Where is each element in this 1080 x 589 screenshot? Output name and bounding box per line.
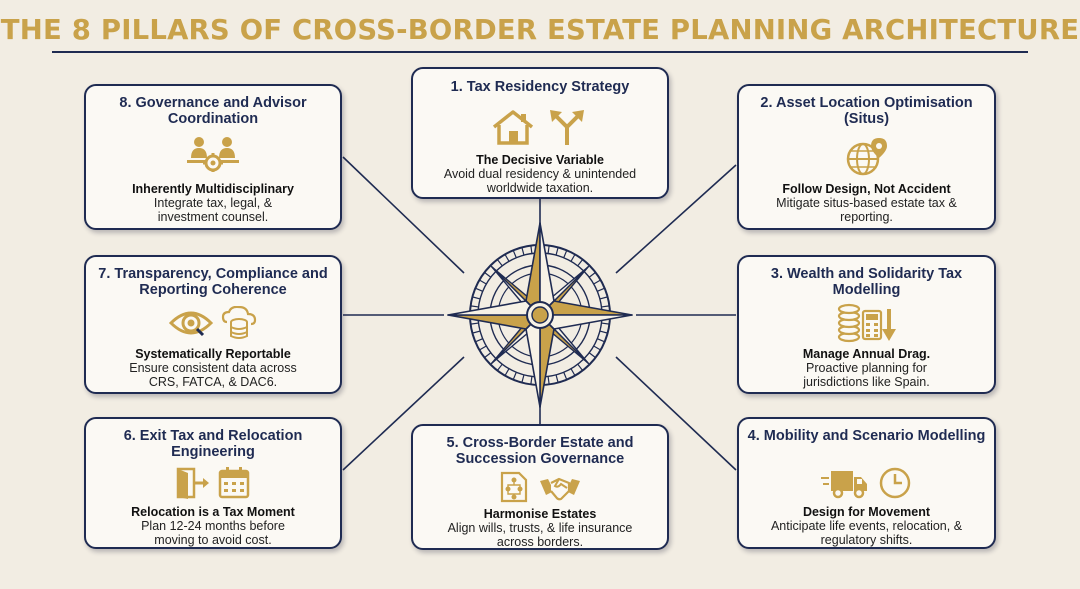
compass-tick (484, 352, 492, 359)
pillar-card-6: 6. Exit Tax and Relocation Engineering R… (84, 417, 342, 549)
page-title: THE 8 PILLARS OF CROSS-BORDER ESTATE PLA… (0, 14, 1080, 46)
globe-pin-icon (846, 138, 887, 176)
handshake-icon (540, 477, 581, 501)
pillar-description: Anticipate life events, relocation, & re… (770, 519, 963, 547)
compass-tick (601, 305, 610, 308)
pillar-card-1: 1. Tax Residency Strategy The Decisive V… (411, 67, 669, 199)
pillar-card-3: 3. Wealth and Solidarity Tax Modelling (737, 255, 996, 394)
pillar-heading: Follow Design, Not Accident (782, 182, 951, 196)
title-divider (52, 51, 1028, 53)
clock-icon (879, 467, 910, 499)
compass-tick (530, 245, 533, 254)
pillar-card-4: 4. Mobility and Scenario Modelling Desig… (737, 417, 996, 549)
pillar-title: 8. Governance and Advisor Coordination (119, 95, 307, 127)
pillar-card-7: 7. Transparency, Compliance and Reportin… (84, 255, 342, 394)
pillar-card-2: 2. Asset Location Optimisation (Situs) F… (737, 84, 996, 230)
exit-door-icon (176, 467, 209, 499)
compass-tick (496, 363, 503, 371)
compass-tick (521, 374, 525, 383)
compass-tick (475, 338, 483, 343)
pillar-description: Proactive planning for jurisdictions lik… (803, 361, 930, 389)
pillar-title: 5. Cross-Border Estate and Succession Go… (446, 435, 634, 467)
compass-tick (555, 247, 559, 256)
pillar-heading: Manage Annual Drag. (802, 347, 931, 361)
pillar-description: Align wills, trusts, & life insurance ac… (447, 521, 633, 549)
compass-tick (555, 374, 559, 383)
calendar-icon (218, 467, 250, 499)
compass-tick (570, 368, 576, 376)
compass-tick (475, 287, 483, 292)
compass-tick (484, 271, 492, 278)
compass-tick (588, 271, 596, 278)
compass-tick (479, 279, 487, 285)
connector-line-4 (615, 356, 737, 471)
compass-tick (496, 259, 503, 267)
compass-tick (479, 345, 487, 351)
split-arrows-icon (550, 110, 585, 145)
pillar-description: Avoid dual residency & unintended worldw… (443, 167, 637, 195)
compass-tick (530, 376, 533, 385)
compass-tick (593, 345, 601, 351)
compass-tick (599, 296, 608, 300)
pillar-description: Plan 12-24 months before moving to avoid… (141, 519, 285, 547)
compass-tick (504, 254, 510, 262)
eye-icon (168, 311, 213, 337)
pillar-heading: Design for Movement (802, 505, 931, 519)
compass-tick (588, 352, 596, 359)
pillar-heading: Harmonise Estates (483, 507, 597, 521)
pillar-description: Ensure consistent data across CRS, FATCA… (129, 361, 297, 389)
coin-stack-icon (837, 303, 896, 343)
compass-tick (601, 322, 610, 325)
pillar-heading: Relocation is a Tax Moment (131, 505, 295, 519)
compass-tick (597, 287, 605, 292)
compass-tick (570, 254, 576, 262)
database-cloud-icon (222, 306, 257, 339)
family-tree-document-icon (500, 471, 527, 503)
pillar-title: 7. Transparency, Compliance and Reportin… (98, 266, 328, 298)
compass-tick (547, 376, 550, 385)
compass-tick (472, 330, 481, 334)
pillar-description: Mitigate situs-based estate tax & report… (776, 196, 957, 224)
pillar-heading: Inherently Multidisciplinary (132, 182, 294, 196)
compass-tick (593, 279, 601, 285)
compass-tick (470, 305, 479, 308)
pillar-title: 4. Mobility and Scenario Modelling (747, 428, 986, 444)
moving-truck-icon (821, 471, 868, 499)
down-arrow-icon (881, 309, 896, 341)
compass-rose-icon (447, 222, 633, 408)
pillar-title: 2. Asset Location Optimisation (Situs) (760, 95, 973, 127)
pillar-heading: Systematically Reportable (135, 347, 291, 361)
compass-tick (597, 338, 605, 343)
connector-line-8 (342, 156, 465, 274)
pillar-card-8: 8. Governance and Advisor Coordination I… (84, 84, 342, 230)
connector-line-2 (615, 164, 737, 274)
compass-tick (563, 372, 568, 380)
compass-tick (577, 259, 584, 267)
compass-tick (472, 296, 481, 300)
connector-line-6 (342, 356, 465, 471)
pillar-heading: The Decisive Variable (476, 153, 604, 167)
compass-tick (563, 250, 568, 258)
compass-tick (577, 363, 584, 371)
compass-tick (512, 372, 517, 380)
compass-tick (599, 330, 608, 334)
pillar-title: 3. Wealth and Solidarity Tax Modelling (770, 266, 963, 298)
meeting-gear-icon (187, 137, 239, 172)
house-icon (492, 110, 533, 145)
compass-tick (512, 250, 517, 258)
compass-tick (470, 322, 479, 325)
pillar-title: 6. Exit Tax and Relocation Engineering (123, 428, 303, 460)
calculator-icon (861, 309, 882, 341)
compass-tick (521, 247, 525, 256)
pillar-title: 1. Tax Residency Strategy (450, 79, 630, 95)
pillar-card-5: 5. Cross-Border Estate and Succession Go… (411, 424, 669, 550)
pillar-description: Integrate tax, legal, & investment couns… (153, 196, 273, 224)
compass-tick (504, 368, 510, 376)
compass-tick (547, 245, 550, 254)
